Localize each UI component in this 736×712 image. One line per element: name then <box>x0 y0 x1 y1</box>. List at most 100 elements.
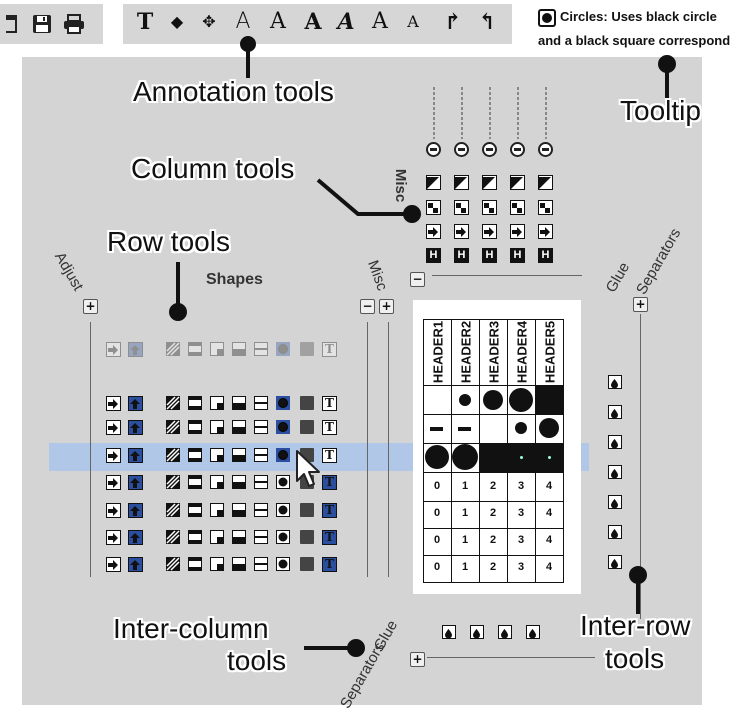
bars-shape-icon[interactable] <box>188 530 202 544</box>
col-header-icon[interactable]: H <box>454 248 469 263</box>
col-slider[interactable] <box>461 87 463 139</box>
filled-shape-icon[interactable] <box>300 396 314 410</box>
hatch-shape-icon[interactable] <box>166 448 180 462</box>
circle-shape-icon[interactable] <box>276 448 290 462</box>
filled-shape-icon[interactable] <box>300 503 314 517</box>
col-slider[interactable] <box>433 87 435 139</box>
circle-shape-icon[interactable] <box>276 530 290 544</box>
line-shape-icon[interactable] <box>254 342 268 356</box>
corner-shape-icon[interactable] <box>210 530 224 544</box>
row-move-arrow-icon[interactable] <box>106 557 121 572</box>
row-text-icon[interactable]: T <box>322 475 337 490</box>
col-corner-icon[interactable] <box>510 175 525 190</box>
col-corner-icon[interactable] <box>482 175 497 190</box>
matrix-header[interactable]: HEADER1 <box>423 319 452 385</box>
adjust-plus-button[interactable]: + <box>83 299 98 314</box>
col-header-icon[interactable]: H <box>426 248 441 263</box>
row-up-arrow-icon[interactable] <box>128 475 143 490</box>
corner-shape-icon[interactable] <box>210 396 224 410</box>
col-header-icon[interactable]: H <box>538 248 553 263</box>
col-slider[interactable] <box>517 87 519 139</box>
line-shape-icon[interactable] <box>254 396 268 410</box>
col-swap-icon[interactable] <box>454 200 469 215</box>
font-decrease-button[interactable]: A <box>407 12 419 31</box>
col-slider[interactable] <box>489 87 491 139</box>
font-regular-button[interactable]: A <box>270 9 286 34</box>
row-move-arrow-icon[interactable] <box>106 475 121 490</box>
glue-drop-icon[interactable] <box>526 625 540 639</box>
col-corner-icon[interactable] <box>454 175 469 190</box>
row-up-arrow-icon[interactable] <box>128 503 143 518</box>
filled-shape-icon[interactable] <box>300 557 314 571</box>
glue-drop-icon[interactable] <box>470 625 484 639</box>
col-slider-handle-icon[interactable] <box>510 142 525 157</box>
row-up-arrow-icon[interactable] <box>128 396 143 411</box>
row-text-icon[interactable]: T <box>322 420 337 435</box>
column-minus-button[interactable]: − <box>410 272 425 287</box>
undo-button[interactable]: ↰ <box>477 9 497 35</box>
row-text-icon[interactable]: T <box>322 342 337 357</box>
font-italic-button[interactable]: A <box>337 9 355 35</box>
row-move-arrow-icon[interactable] <box>106 420 121 435</box>
row-up-arrow-icon[interactable] <box>128 342 143 357</box>
glue-drop-icon[interactable] <box>608 525 622 539</box>
col-slider-handle-icon[interactable] <box>454 142 469 157</box>
row-text-icon[interactable]: T <box>322 530 337 545</box>
glue-drop-icon[interactable] <box>442 625 456 639</box>
move-tool-button[interactable]: ✥ <box>202 12 216 31</box>
line-shape-icon[interactable] <box>254 448 268 462</box>
font-bold-button[interactable]: A <box>304 9 322 35</box>
col-slider[interactable] <box>545 87 547 139</box>
bars-shape-icon[interactable] <box>188 420 202 434</box>
glue-drop-icon[interactable] <box>498 625 512 639</box>
hatch-shape-icon[interactable] <box>166 342 180 356</box>
col-swap-icon[interactable] <box>510 200 525 215</box>
row-up-arrow-icon[interactable] <box>128 557 143 572</box>
matrix-header[interactable]: HEADER3 <box>479 319 508 385</box>
half-shape-icon[interactable] <box>232 342 246 356</box>
matrix-header[interactable]: HEADER5 <box>535 319 564 385</box>
col-arrow-icon[interactable] <box>510 224 525 239</box>
text-tool-button[interactable]: T <box>136 9 154 35</box>
filled-shape-icon[interactable] <box>300 420 314 434</box>
half-shape-icon[interactable] <box>232 475 246 489</box>
circle-shape-icon[interactable] <box>276 420 290 434</box>
bars-shape-icon[interactable] <box>188 342 202 356</box>
row-move-arrow-icon[interactable] <box>106 503 121 518</box>
bars-shape-icon[interactable] <box>188 503 202 517</box>
line-shape-icon[interactable] <box>254 420 268 434</box>
row-text-icon[interactable]: T <box>322 448 337 463</box>
glue-drop-icon[interactable] <box>608 465 622 479</box>
col-slider-handle-icon[interactable] <box>538 142 553 157</box>
col-header-icon[interactable]: H <box>482 248 497 263</box>
row-move-arrow-icon[interactable] <box>106 448 121 463</box>
half-shape-icon[interactable] <box>232 448 246 462</box>
misc-minus-button[interactable]: − <box>360 299 375 314</box>
redo-button[interactable]: ↱ <box>443 9 463 35</box>
col-slider-handle-icon[interactable] <box>482 142 497 157</box>
glue-drop-icon[interactable] <box>608 405 622 419</box>
matrix-header[interactable]: HEADER2 <box>451 319 480 385</box>
save-icon[interactable] <box>30 12 54 36</box>
circle-shape-icon[interactable] <box>276 503 290 517</box>
circle-shape-icon[interactable] <box>276 342 290 356</box>
col-corner-icon[interactable] <box>538 175 553 190</box>
bars-shape-icon[interactable] <box>188 475 202 489</box>
print-icon[interactable] <box>62 12 86 36</box>
hatch-shape-icon[interactable] <box>166 420 180 434</box>
row-move-arrow-icon[interactable] <box>106 342 121 357</box>
circle-shape-icon[interactable] <box>276 396 290 410</box>
half-shape-icon[interactable] <box>232 503 246 517</box>
bars-shape-icon[interactable] <box>188 557 202 571</box>
corner-shape-icon[interactable] <box>210 503 224 517</box>
circle-shape-icon[interactable] <box>276 557 290 571</box>
glue-drop-icon[interactable] <box>608 555 622 569</box>
col-corner-icon[interactable] <box>426 175 441 190</box>
bars-shape-icon[interactable] <box>188 448 202 462</box>
half-shape-icon[interactable] <box>232 557 246 571</box>
col-arrow-icon[interactable] <box>454 224 469 239</box>
misc-plus-button[interactable]: + <box>379 299 394 314</box>
row-text-icon[interactable]: T <box>322 396 337 411</box>
row-move-arrow-icon[interactable] <box>106 530 121 545</box>
hatch-shape-icon[interactable] <box>166 557 180 571</box>
